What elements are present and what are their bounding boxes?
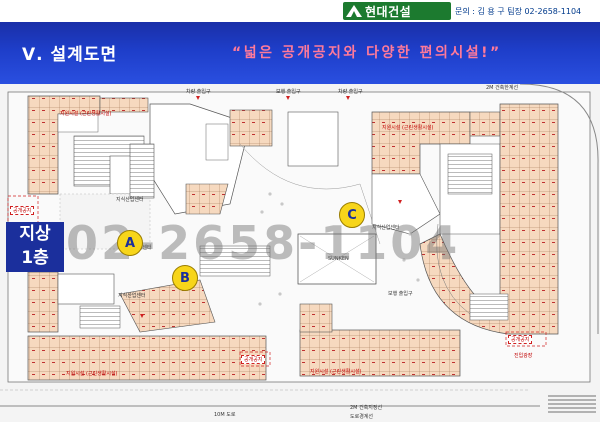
floor-plan-drawing bbox=[0, 84, 599, 413]
building-line-bottom-label: 2M 건축지정선 bbox=[350, 405, 383, 411]
floor-plan: 차량 출입구 보행 출입구 차량 출입구 2M 건축한계선 보행 출입구 공개공… bbox=[0, 84, 600, 422]
open-space-label-mid: 공개공지 bbox=[241, 355, 266, 364]
pedestrian-entrance-label: 보행 출입구 bbox=[276, 89, 301, 95]
open-space-label-right: 공개공지 bbox=[508, 335, 533, 344]
knowledge-center-label-1: 지식산업센터 bbox=[116, 197, 144, 203]
road-boundary-label: 도로경계선 bbox=[350, 414, 374, 420]
title-bar: Ⅴ. 설계도면 “넓은 공개공지와 다양한 편의시설!” bbox=[0, 22, 600, 84]
zone-b-marker: B bbox=[172, 265, 198, 291]
knowledge-center-label-4: 지식산업센터 bbox=[372, 225, 400, 231]
hyundai-logo: 현대건설 bbox=[343, 2, 451, 20]
slogan-text: “넓은 공개공지와 다양한 편의시설!” bbox=[232, 45, 502, 61]
floor-badge-line1: 지상 bbox=[19, 224, 51, 244]
pedestrian-entrance-label-2: 보행 출입구 bbox=[388, 291, 413, 297]
triangle-logo-icon bbox=[343, 2, 365, 20]
zone-c-marker: C bbox=[339, 202, 365, 228]
floor-badge-line2: 1층 bbox=[21, 248, 49, 268]
top-header: 현대건설 문의 : 김 용 구 팀장 02-2658-1104 bbox=[0, 0, 600, 22]
vehicle-entrance-label-left: 차량 출입구 bbox=[186, 89, 211, 95]
entry-plaza-label: 진입광장 bbox=[514, 353, 533, 359]
support-facility-label-3: 지원시설 (근린생활시설) bbox=[66, 371, 118, 377]
contact-info: 문의 : 김 용 구 팀장 02-2658-1104 bbox=[455, 7, 582, 16]
building-line-top-label: 2M 건축한계선 bbox=[486, 85, 519, 91]
open-space-label-left: 공개공지 bbox=[10, 206, 35, 215]
support-facility-label-4: 지원시설 (근린생활시설) bbox=[310, 369, 362, 375]
brand-name: 현대건설 bbox=[365, 4, 412, 19]
section-title: Ⅴ. 설계도면 bbox=[22, 45, 118, 65]
vehicle-entrance-label-mid: 차량 출입구 bbox=[338, 89, 363, 95]
sunken-label: SUNKEN bbox=[328, 256, 349, 262]
support-facility-label-1: 지원시설 (근린생활시설) bbox=[60, 111, 112, 117]
support-facility-label-2: 지원시설 (근린생활시설) bbox=[382, 125, 434, 131]
road-10m-label: 10M 도로 bbox=[214, 412, 236, 418]
knowledge-center-label-3: 지식산업센터 bbox=[118, 293, 146, 299]
zone-a-marker: A bbox=[117, 230, 143, 256]
floor-level-badge: 지상 1층 bbox=[6, 222, 64, 272]
